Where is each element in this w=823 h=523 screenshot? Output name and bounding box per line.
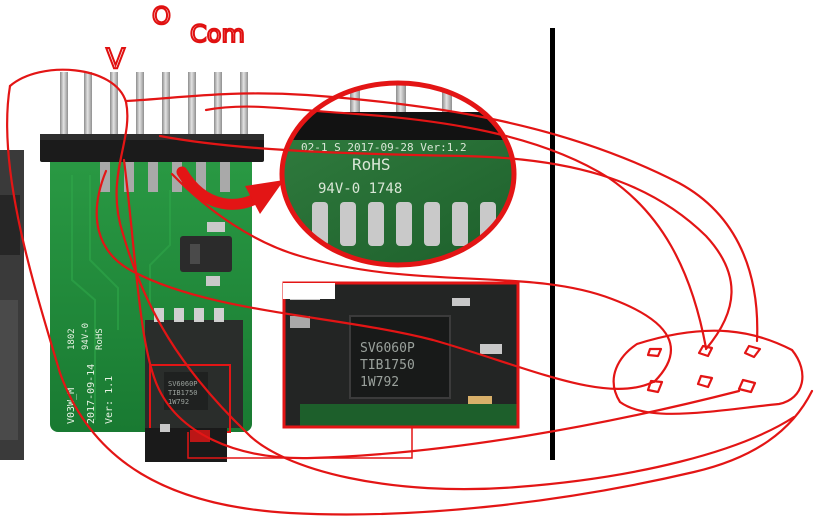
zoom-header-line: 02-1 S 2017-09-28 Ver:1.2 <box>301 141 467 154</box>
board-silkscreen: V03W_M 2017-09-14 Ver: 1.1 1802 94V-0 Ro… <box>66 323 115 424</box>
silk-rating: 94V-0 <box>81 323 91 350</box>
zoom-chip-line2: TIB1750 <box>360 358 415 373</box>
enclosure-edge <box>0 150 24 460</box>
small-chip-text-line2: TIB1750 <box>168 389 198 397</box>
header-pins-top <box>60 72 248 138</box>
red-wire-sketch <box>6 68 814 516</box>
silk-version: Ver: 1.1 <box>104 376 115 424</box>
zoom-chip-line1: SV6060P <box>360 341 415 356</box>
hand-mark-o: O <box>152 2 171 30</box>
zoom-chip-line3: 1W792 <box>360 375 399 390</box>
hand-mark-com: Com <box>190 20 245 48</box>
small-chip-text-line3: 1W792 <box>168 398 189 406</box>
pin-header-plastic <box>40 134 264 162</box>
zoom-arrow <box>176 166 284 214</box>
zoom-rating-line: 94V-0 1748 <box>318 181 402 197</box>
solder-joints <box>100 162 230 192</box>
hand-mark-v: V <box>106 42 125 75</box>
silk-rohs: RoHS <box>95 328 105 350</box>
small-chip-text-line1: SV6060P <box>168 380 198 388</box>
zoom-rohs: RoHS <box>352 155 391 174</box>
silk-date: 2017-09-14 <box>86 364 97 424</box>
silk-code: 1802 <box>67 328 77 350</box>
connector-zoom-circle: 02-1 S 2017-09-28 Ver:1.2 RoHS 94V-0 174… <box>279 80 517 268</box>
silk-model: V03W_M <box>66 388 77 424</box>
handwritten-labels: V O Com <box>105 1 246 76</box>
small-chip-area: SV6060P TIB1750 1W792 <box>145 308 243 462</box>
divider-line <box>550 28 555 460</box>
